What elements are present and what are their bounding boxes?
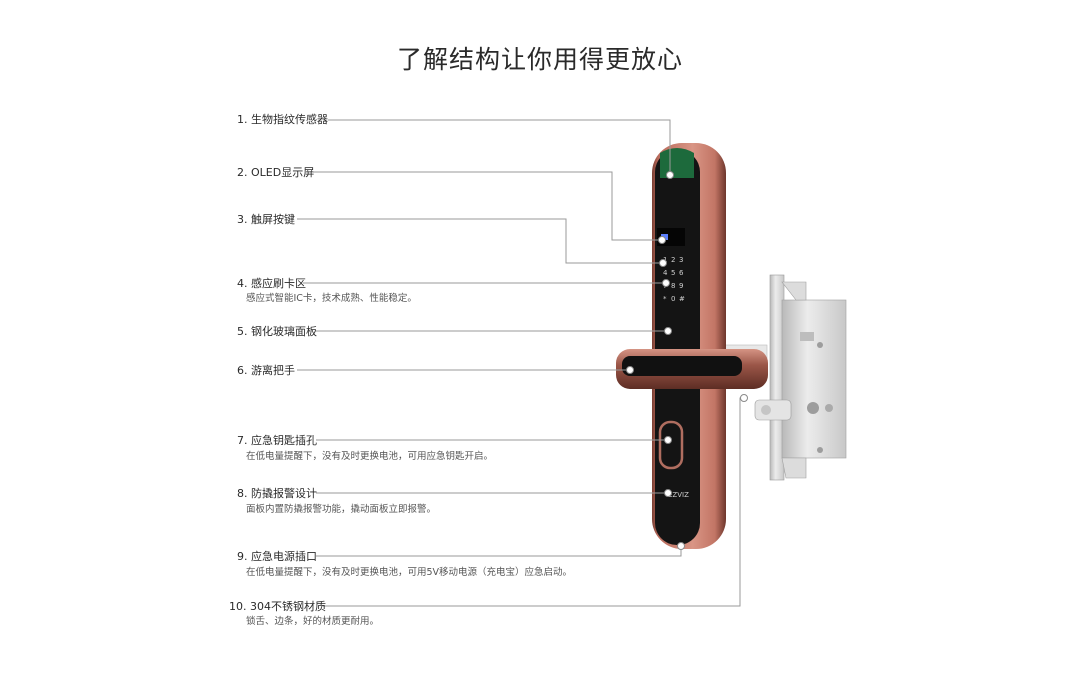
leader-line-2 [313,171,662,241]
feature-desc-8: 面板内置防撬报警功能，撬动面板立即报警。 [246,504,437,515]
feature-label-2: 2. OLED显示屏 [237,166,315,179]
feature-label-9: 9. 应急电源插口 [237,550,317,563]
callout-dot-2 [658,236,666,244]
keypad-key: 9 [679,282,683,290]
feature-label-4: 4. 感应刷卡区 [237,277,306,290]
leader-line-3 [297,218,663,264]
mortise-lock-body [754,274,847,481]
keypad-key: 4 [663,269,668,277]
keypad-key: 8 [671,282,675,290]
feature-label-5: 5. 钢化玻璃面板 [237,325,317,338]
callout-dot-4 [662,279,670,287]
feature-label-3: 3. 触屏按键 [237,213,295,226]
keypad-key: 0 [671,295,675,303]
feature-desc-9: 在低电量提醒下，没有及时更换电池，可用5V移动电源（充电宝）应急启动。 [246,567,573,578]
brand-logo: EZVIZ [668,491,689,499]
keypad-key: 2 [671,256,675,264]
feature-desc-4: 感应式智能IC卡，技术成熟、性能稳定。 [246,293,417,304]
callout-dot-10 [740,394,748,402]
callout-dot-5 [664,327,672,335]
feature-label-10: 10. 304不锈钢材质 [229,600,326,613]
leader-line-9 [316,546,682,557]
keypad-key: * [663,295,667,303]
lock-front-panel [652,143,726,549]
keypad-key: # [679,295,685,303]
feature-label-8: 8. 防撬报警设计 [237,487,317,500]
key-hole-cover [658,420,684,470]
callout-dots [626,171,748,550]
callout-dot-8 [664,489,672,497]
feature-label-7: 7. 应急钥匙插孔 [237,434,317,447]
feature-label-1: 1. 生物指纹传感器 [237,113,328,126]
leader-line-1 [328,119,671,175]
page-title: 了解结构让你用得更放心 [396,45,683,74]
callout-dot-1 [666,171,674,179]
callout-dot-6 [626,366,634,374]
keypad-key: 5 [671,269,675,277]
callout-dot-3 [659,259,667,267]
keypad-key: 3 [679,256,683,264]
lever-handle [616,349,768,389]
feature-label-6: 6. 游离把手 [237,364,295,377]
feature-desc-10: 锁舌、边条，好的材质更耐用。 [246,616,380,627]
feature-desc-7: 在低电量提醒下，没有及时更换电池，可用应急钥匙开启。 [246,451,494,462]
callout-dot-9 [677,542,685,550]
callout-dot-7 [664,436,672,444]
keypad-key: 6 [679,269,684,277]
